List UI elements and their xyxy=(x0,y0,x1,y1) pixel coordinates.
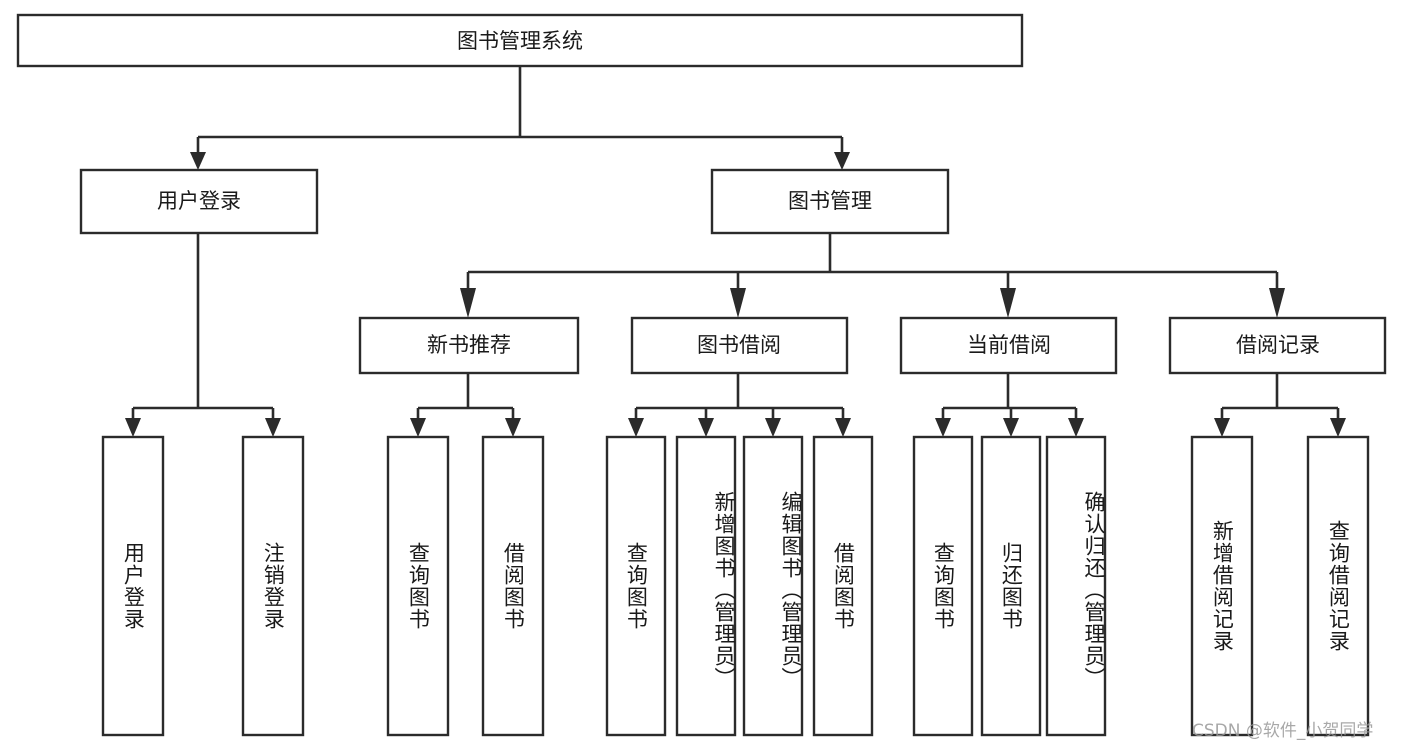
csdn-watermark: CSDN @软件_小贺同学 xyxy=(1192,721,1374,741)
arrow-head-icon xyxy=(125,418,141,437)
node-leaf-edit-book-admin[interactable] xyxy=(742,435,804,737)
connector-userlogin-to-leaves xyxy=(125,233,281,437)
arrow-head-icon xyxy=(730,288,746,318)
arrow-head-icon xyxy=(265,418,281,437)
connector-current-to-leaves xyxy=(935,373,1084,437)
arrow-head-icon xyxy=(460,288,476,318)
node-leaf-add-borrow-record[interactable] xyxy=(1190,435,1254,737)
connector-newbook-to-leaves xyxy=(410,373,521,437)
arrow-head-icon xyxy=(834,152,850,170)
node-submodule-book-borrow[interactable]: 图书借阅 xyxy=(630,316,849,375)
arrow-head-icon xyxy=(1068,418,1084,437)
arrow-head-icon xyxy=(1214,418,1230,437)
connector-record-to-leaves xyxy=(1214,373,1346,437)
node-module-user-login-label: 用户登录 xyxy=(157,189,241,213)
node-root-system-label: 图书管理系统 xyxy=(457,29,583,53)
node-leaf-query-book-borrow[interactable] xyxy=(605,435,667,737)
arrow-head-icon xyxy=(190,152,206,170)
node-leaf-user-login[interactable] xyxy=(101,435,165,737)
node-leaf-borrow-book-newbook[interactable] xyxy=(481,435,545,737)
connector-root-to-modules xyxy=(190,66,850,170)
node-submodule-book-borrow-label: 图书借阅 xyxy=(697,333,781,357)
arrow-head-icon xyxy=(698,418,714,437)
node-leaf-query-book-current[interactable] xyxy=(912,435,974,737)
connector-bookmgmt-to-submodules xyxy=(460,233,1285,318)
node-root-system[interactable]: 图书管理系统 xyxy=(16,13,1024,68)
node-submodule-new-book-recommend[interactable]: 新书推荐 xyxy=(358,316,580,375)
arrow-head-icon xyxy=(505,418,521,437)
arrow-head-icon xyxy=(628,418,644,437)
node-leaf-query-book-newbook[interactable] xyxy=(386,435,450,737)
node-module-book-management-label: 图书管理 xyxy=(788,189,872,213)
arrow-head-icon xyxy=(935,418,951,437)
node-leaf-return-book[interactable] xyxy=(980,435,1042,737)
connector-borrow-to-leaves xyxy=(628,373,851,437)
arrow-head-icon xyxy=(1269,288,1285,318)
node-leaf-add-book-admin[interactable] xyxy=(675,435,737,737)
node-leaf-logout[interactable] xyxy=(241,435,305,737)
arrow-head-icon xyxy=(410,418,426,437)
node-leaf-confirm-return-admin[interactable] xyxy=(1045,435,1107,737)
node-submodule-current-borrow-label: 当前借阅 xyxy=(967,333,1051,357)
node-submodule-new-book-recommend-label: 新书推荐 xyxy=(427,333,511,357)
node-module-book-management[interactable]: 图书管理 xyxy=(710,168,950,235)
node-submodule-borrow-record[interactable]: 借阅记录 xyxy=(1168,316,1387,375)
node-leaf-query-borrow-record[interactable] xyxy=(1306,435,1370,737)
arrow-head-icon xyxy=(1003,418,1019,437)
node-submodule-borrow-record-label: 借阅记录 xyxy=(1236,333,1320,357)
arrow-head-icon xyxy=(1330,418,1346,437)
node-leaf-borrow-book[interactable] xyxy=(812,435,874,737)
arrow-head-icon xyxy=(765,418,781,437)
arrow-head-icon xyxy=(1000,288,1016,318)
node-submodule-current-borrow[interactable]: 当前借阅 xyxy=(899,316,1118,375)
arrow-head-icon xyxy=(835,418,851,437)
node-module-user-login[interactable]: 用户登录 xyxy=(79,168,319,235)
